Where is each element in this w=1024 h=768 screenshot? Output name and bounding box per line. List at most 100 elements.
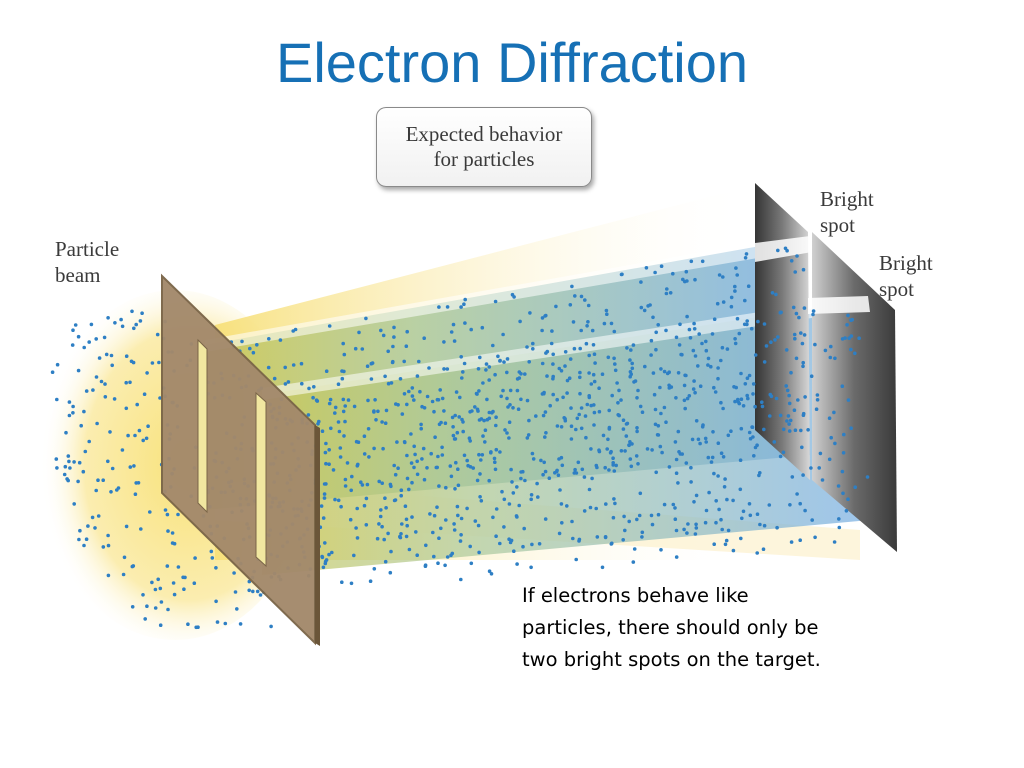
particle-dot — [398, 534, 402, 539]
particle-dot — [739, 371, 743, 376]
particle-dot — [400, 412, 405, 416]
particle-dot — [565, 391, 569, 395]
particle-dot — [540, 316, 545, 320]
particle-dot — [734, 266, 738, 270]
particle-dot — [611, 515, 616, 520]
particle-dot — [632, 547, 637, 551]
particle-dot — [744, 252, 749, 256]
particle-dot — [122, 555, 127, 560]
particle-dot — [382, 537, 387, 542]
particle-dot — [68, 466, 72, 470]
particle-dot — [101, 478, 105, 483]
particle-dot — [762, 523, 767, 528]
particle-dot — [551, 352, 555, 357]
particle-dot — [247, 588, 251, 593]
particle-dot — [158, 586, 163, 591]
particle-dot — [539, 458, 543, 463]
particle-dot — [587, 371, 591, 375]
particle-dot — [101, 545, 106, 549]
particle-dot — [774, 292, 778, 297]
particle-dot — [519, 397, 523, 402]
particle-dot — [646, 304, 650, 308]
particle-dot — [689, 465, 693, 470]
particle-dot — [383, 496, 387, 501]
particle-dot — [540, 361, 545, 366]
particle-dot — [752, 454, 756, 458]
particle-dot — [512, 549, 516, 553]
particle-dot — [559, 369, 564, 373]
particle-dot — [653, 270, 657, 275]
particle-dot — [372, 446, 376, 451]
particle-dot — [577, 537, 582, 542]
particle-dot — [565, 378, 570, 383]
particle-dot — [704, 348, 709, 353]
particle-dot — [658, 385, 662, 390]
particle-dot — [412, 398, 416, 402]
particle-dot — [543, 469, 548, 474]
particle-dot — [747, 502, 752, 506]
particle-dot — [741, 509, 746, 514]
particle-dot — [87, 439, 91, 444]
particle-dot — [498, 358, 502, 363]
particle-dot — [634, 454, 639, 458]
particle-dot — [636, 388, 640, 393]
particle-dot — [772, 440, 777, 444]
particle-dot — [697, 332, 701, 336]
particle-dot — [723, 477, 727, 481]
particle-dot — [767, 503, 772, 507]
particle-dot — [449, 330, 454, 334]
particle-dot — [417, 359, 421, 364]
particle-dot — [452, 339, 457, 343]
particle-dot — [103, 382, 107, 386]
particle-dot — [324, 441, 328, 446]
particle-dot — [490, 411, 494, 415]
particle-dot — [840, 384, 845, 389]
particle-dot — [442, 367, 446, 371]
callout-line-1: Expected behavior — [405, 122, 563, 146]
particle-dot — [251, 589, 255, 594]
particle-dot — [81, 469, 86, 474]
particle-dot — [386, 349, 391, 354]
particle-dot — [706, 363, 710, 367]
particle-dot — [591, 372, 596, 377]
particle-dot — [477, 550, 481, 555]
particle-dot — [491, 515, 495, 520]
particle-dot — [366, 427, 371, 431]
particle-dot — [563, 350, 568, 354]
particle-dot — [461, 370, 465, 374]
particle-dot — [651, 371, 656, 375]
particle-dot — [348, 517, 353, 522]
particle-dot — [505, 431, 509, 435]
particle-dot — [451, 433, 456, 438]
particle-dot — [79, 423, 83, 428]
particle-dot — [494, 534, 498, 538]
particle-dot — [71, 411, 75, 415]
particle-dot — [574, 557, 578, 562]
particle-dot — [810, 518, 814, 522]
slit-lower — [255, 391, 267, 568]
particle-dot — [847, 336, 851, 341]
particle-dot — [496, 354, 500, 359]
particle-dot — [83, 449, 88, 454]
particle-dot — [712, 317, 717, 322]
particle-dot — [696, 437, 701, 442]
particle-dot — [484, 368, 488, 372]
particle-dot — [628, 374, 632, 379]
particle-dot — [570, 519, 574, 524]
particle-dot — [792, 332, 797, 337]
particle-dot — [480, 325, 485, 330]
particle-dot — [500, 489, 504, 494]
particle-dot — [794, 356, 799, 361]
particle-dot — [333, 497, 337, 502]
particle-dot — [130, 605, 135, 609]
particle-dot — [510, 480, 514, 484]
particle-dot — [156, 577, 160, 582]
particle-dot — [604, 502, 608, 506]
particle-dot — [738, 458, 743, 463]
particle-dot — [519, 470, 523, 474]
particle-dot — [558, 488, 562, 492]
particle-dot — [158, 623, 163, 627]
particle-dot — [328, 397, 333, 402]
particle-dot — [801, 360, 805, 365]
particle-dot — [384, 506, 388, 510]
